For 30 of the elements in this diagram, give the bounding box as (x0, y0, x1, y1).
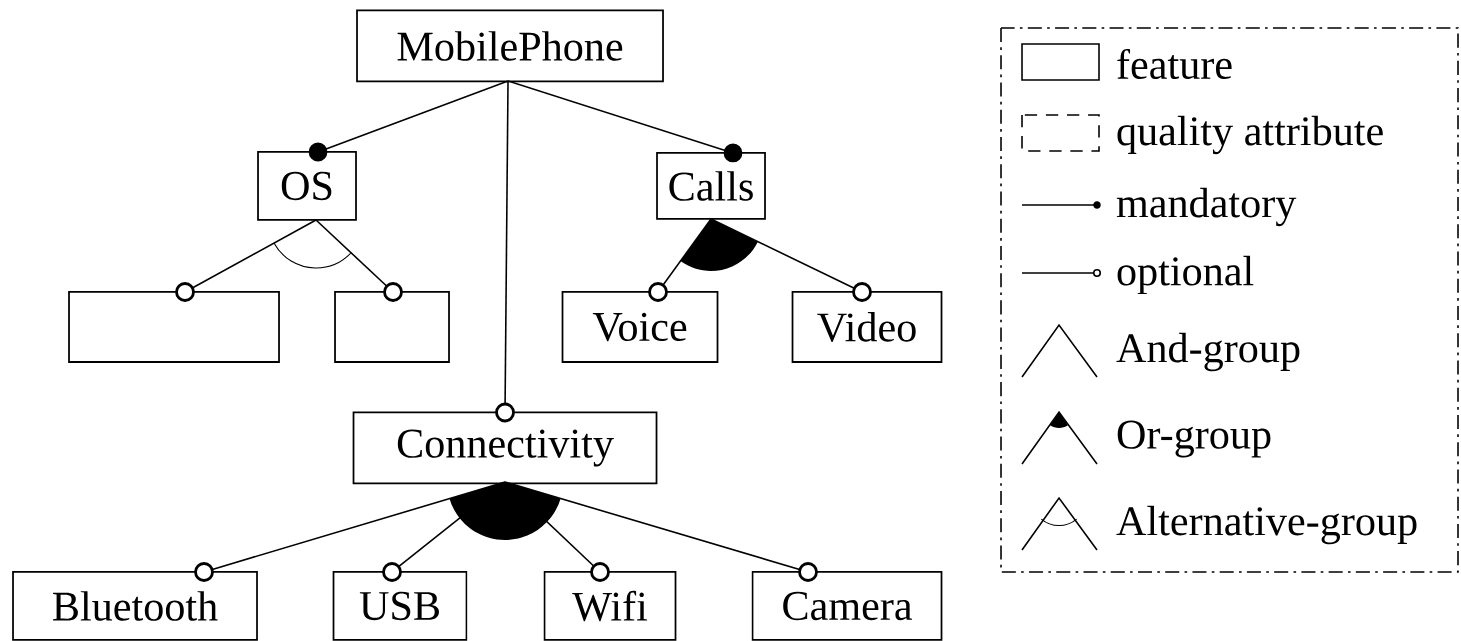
legend-label: feature (1117, 48, 1232, 80)
feature-box: Video (791, 291, 943, 363)
feature-box: USB (332, 571, 468, 641)
feature-box: OS (257, 151, 357, 221)
connector (648, 218, 712, 302)
feature-box: Voice (561, 291, 719, 363)
feature-box: Connectivity (352, 411, 658, 485)
feature-box (334, 291, 450, 363)
connector (194, 481, 506, 582)
feature-box: Camera (751, 571, 943, 641)
legend-label: Or-group (1117, 420, 1271, 458)
connector (504, 481, 818, 582)
connector (710, 218, 872, 302)
legend-label: And-group (1116, 332, 1300, 372)
legend-label: Alternative-group (1116, 505, 1417, 545)
connector (382, 481, 506, 582)
feature-box: Calls (656, 152, 766, 220)
feature-box: Bluetooth (12, 571, 258, 641)
legend-label: optional (1117, 255, 1254, 295)
connector (175, 219, 317, 302)
legend-label: mandatory (1116, 187, 1297, 227)
feature-box: Wifi (543, 571, 677, 641)
feature-box: MobilePhone (356, 9, 664, 83)
connector (507, 80, 743, 163)
connector (315, 219, 403, 302)
connector (504, 481, 610, 582)
connector (308, 80, 509, 162)
legend-label: quality attribute (1117, 115, 1383, 155)
feature-box (68, 291, 280, 363)
connector (495, 80, 515, 423)
